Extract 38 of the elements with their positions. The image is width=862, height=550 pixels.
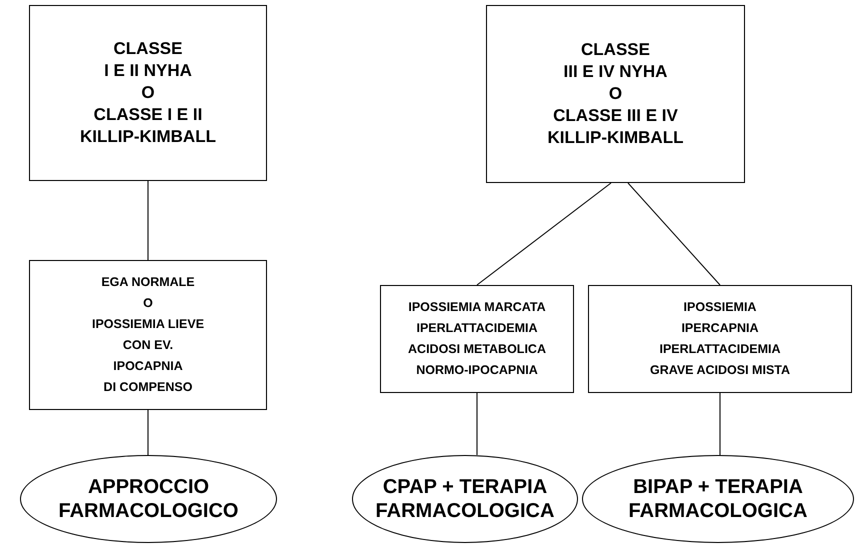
node-text: IPOSSIEMIA MARCATA	[408, 299, 546, 316]
node-text: CLASSE III E IV	[553, 105, 678, 127]
node-text: GRAVE ACIDOSI MISTA	[650, 362, 790, 379]
process-box	[29, 5, 267, 181]
node-text: IPERLATTACIDEMIA	[416, 320, 538, 337]
node-text: KILLIP-KIMBALL	[80, 126, 216, 148]
node-text: IPOSSIEMIA	[684, 299, 756, 316]
node-text: CLASSE I E II	[94, 104, 202, 126]
process-box	[29, 260, 267, 410]
node-text: APPROCCIO	[88, 475, 210, 499]
connector-line	[628, 182, 720, 286]
node-text: III E IV NYHA	[564, 61, 668, 83]
node-text: I E II NYHA	[104, 60, 192, 82]
node-text: FARMACOLOGICO	[58, 499, 238, 523]
process-box	[486, 5, 745, 183]
connector-line	[476, 392, 478, 456]
node-text: NORMO-IPOCAPNIA	[416, 362, 538, 379]
node-text: O	[143, 295, 153, 312]
node-text: DI COMPENSO	[104, 379, 192, 396]
node-text: IPERLATTACIDEMIA	[659, 341, 781, 358]
node-text: O	[608, 83, 622, 105]
node-text: IPOSSIEMIA LIEVE	[92, 316, 204, 333]
node-text: FARMACOLOGICA	[376, 499, 554, 523]
process-box	[588, 285, 852, 393]
process-box	[380, 285, 574, 393]
node-text: CPAP + TERAPIA	[382, 475, 548, 499]
node-text: FARMACOLOGICA	[628, 499, 808, 523]
node-text: ACIDOSI METABOLICA	[408, 341, 546, 358]
node-text: BIPAP + TERAPIA	[633, 475, 803, 499]
node-text: CLASSE	[114, 38, 182, 60]
connector-line	[476, 182, 612, 286]
node-text: EGA NORMALE	[101, 274, 195, 291]
node-text: IPERCAPNIA	[681, 320, 759, 337]
node-text: CON EV.	[122, 337, 174, 354]
node-text: CLASSE	[581, 39, 650, 61]
node-text: O	[141, 82, 155, 104]
node-text: IPOCAPNIA	[113, 358, 183, 375]
node-text: KILLIP-KIMBALL	[548, 127, 684, 149]
